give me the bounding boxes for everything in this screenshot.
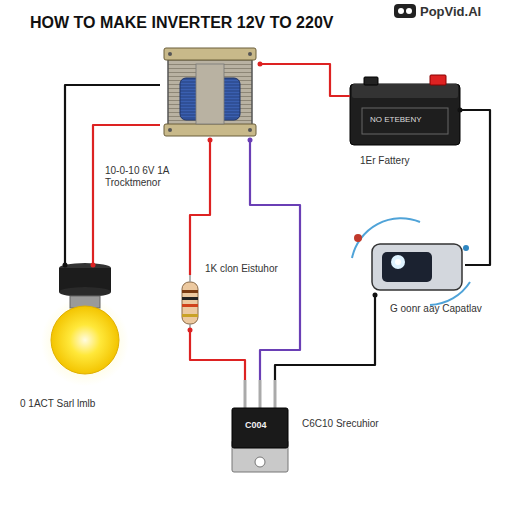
wire-joint <box>458 108 463 113</box>
bulb-part: 0 1ACT Sarl lmlb <box>45 265 125 385</box>
wire <box>250 140 300 380</box>
capacitor-symbol <box>352 218 470 305</box>
watermark-logo <box>394 4 416 18</box>
resistor-symbol <box>182 275 198 330</box>
wire <box>190 140 210 275</box>
transformer-part: 10-0-10 6V 1A Trocktmenor <box>160 45 260 140</box>
component-label: 0 1ACT Sarl lmlb <box>20 398 160 410</box>
transistor-symbol <box>232 380 288 472</box>
wire-joint <box>208 138 213 143</box>
component-label: 1K clon Eistuhor <box>205 263 290 275</box>
wire <box>93 125 160 265</box>
wire <box>460 110 490 265</box>
wire-joint <box>248 138 253 143</box>
battery-part: 1Er Fattery <box>350 75 460 145</box>
component-label: 1Er Fattery <box>360 155 460 167</box>
wire-joint <box>258 62 263 67</box>
watermark: PopVid.AI <box>420 4 481 19</box>
component-label: C6C10 Srecuhior <box>302 418 412 430</box>
bulb-symbol <box>41 263 129 386</box>
component-label: G oonr aay Capatlav <box>390 303 510 315</box>
wire-joint <box>91 263 96 268</box>
wire <box>190 330 245 380</box>
wire-joint <box>188 328 193 333</box>
page-title: HOW TO MAKE INVERTER 12V TO 220V <box>30 14 333 32</box>
wire <box>260 64 350 96</box>
wire-joint <box>63 263 68 268</box>
battery-symbol <box>350 75 460 145</box>
transformer-symbol <box>164 48 256 136</box>
resistor-part: 1K clon Eistuhor <box>180 275 200 330</box>
battery-marking: NO ETEBENY <box>370 115 422 124</box>
wire-joint <box>373 293 378 298</box>
wire <box>275 295 375 380</box>
chip-marking: C004 <box>245 420 267 430</box>
capacitor-part: G oonr aay Capatlav <box>365 235 465 295</box>
component-label: 10-0-10 6V 1A Trocktmenor <box>105 165 200 189</box>
